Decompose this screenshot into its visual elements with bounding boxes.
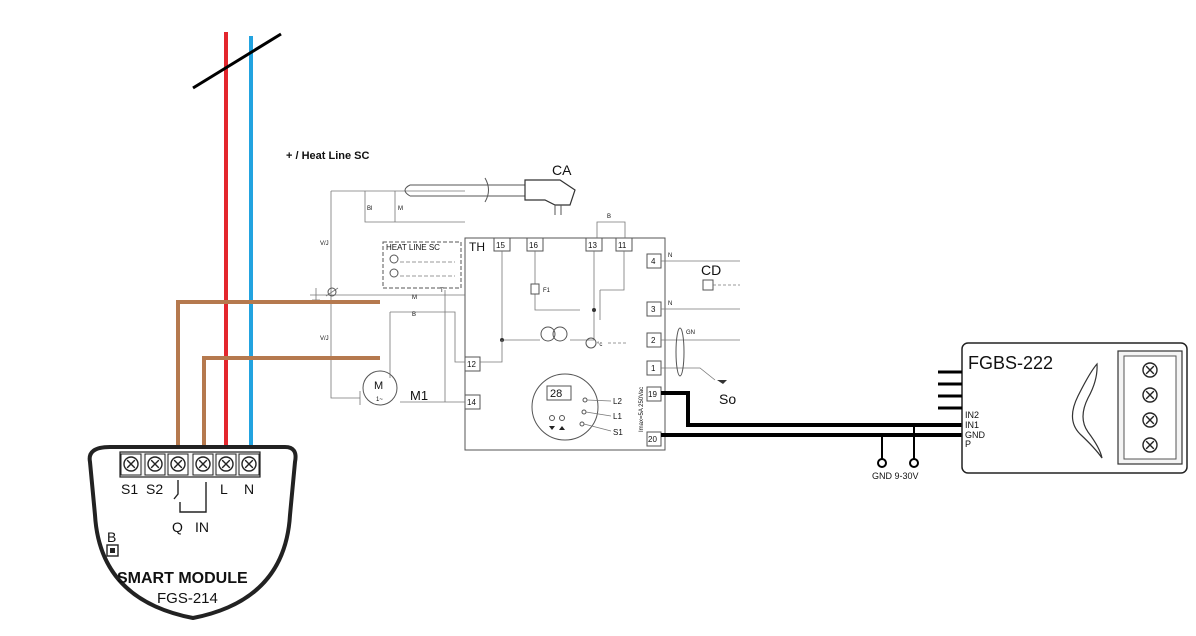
sensor-terminal-screw — [1142, 387, 1158, 403]
label-l1: L1 — [613, 412, 622, 421]
heat-line-box — [382, 241, 462, 289]
thermostat-symbol — [585, 337, 597, 349]
sensor-terminal-screw — [1142, 362, 1158, 378]
wire-b-top: B — [607, 214, 611, 220]
motor-tilde: 1~ — [376, 397, 383, 403]
gnd-terminal — [877, 458, 887, 468]
terminal-4: 4 — [651, 257, 656, 266]
module-terminals — [119, 451, 261, 478]
wire-vij-2: V/J — [320, 336, 329, 342]
button-label: B — [107, 529, 116, 545]
cd-label: CD — [701, 262, 721, 278]
terminal-12: 12 — [467, 360, 476, 369]
mains-wires — [192, 32, 282, 455]
terminal-20: 20 — [648, 435, 657, 444]
label-s1: S1 — [613, 428, 623, 437]
label-s2: S2 — [146, 481, 163, 497]
th-label: TH — [469, 240, 485, 254]
power-label: GND 9-30V — [872, 471, 919, 481]
wire-t: T — [440, 288, 444, 294]
ca-sensor-plug — [524, 179, 576, 206]
header-text: + / Heat Line SC — [286, 150, 369, 162]
terminal-16: 16 — [529, 241, 538, 250]
smart-module-body — [87, 445, 298, 621]
module-terminal-screw — [147, 456, 163, 472]
terminal-3: 3 — [651, 305, 656, 314]
fuse — [530, 283, 540, 295]
switch-wire-1 — [176, 300, 380, 455]
terminal-2: 2 — [651, 336, 656, 345]
display-value: 28 — [550, 388, 562, 400]
right-terminals: 4 3 2 1 19 20 — [646, 253, 662, 447]
m1-label: M1 — [410, 388, 428, 403]
wire-m-mid: M — [412, 295, 417, 301]
left-terminals: 12 14 — [464, 356, 481, 410]
terminal-11: 11 — [618, 241, 627, 250]
terminal-14: 14 — [467, 398, 476, 407]
label-s1: S1 — [121, 481, 138, 497]
pin-in2: IN2 — [965, 410, 979, 420]
boiler-main-box — [464, 237, 666, 451]
power-terminal — [909, 458, 919, 468]
sensor-terminal-screw — [1142, 412, 1158, 428]
smart-module: S1 S2 L N Q IN B SMART MODULE FGS-214 — [87, 445, 298, 621]
pin-p: P — [965, 439, 971, 449]
heat-line-box-label: HEAT LINE SC — [386, 243, 440, 252]
pin-in1: IN1 — [965, 420, 979, 430]
top-terminals: 15 16 13 11 — [493, 237, 633, 252]
control-dial — [531, 373, 599, 441]
wire-m-top: M — [398, 206, 403, 212]
so-label: So — [719, 391, 736, 407]
sensor-curve — [1071, 362, 1103, 459]
module-terminal-screw — [170, 456, 186, 472]
boiler-schematic: TH 15 16 13 11 4 3 2 1 19 20 Imax= — [310, 162, 740, 451]
fuse-label: F1 — [543, 288, 551, 294]
label-l2: L2 — [613, 397, 622, 406]
label-in: IN — [195, 519, 209, 535]
switch-wires — [176, 300, 380, 455]
label-q: Q — [172, 519, 183, 535]
sensor-model: FGBS-222 — [968, 353, 1053, 373]
signal-wire-19 — [661, 391, 962, 427]
label-l: L — [220, 481, 228, 497]
motor-m1 — [362, 370, 398, 406]
relay-symbol — [173, 480, 207, 513]
terminal-13: 13 — [588, 241, 597, 250]
wire-n-2: N — [668, 301, 672, 307]
wire-bl: Bl — [367, 206, 372, 212]
cable-break-mark — [192, 32, 282, 90]
label-n: N — [244, 481, 254, 497]
terminal-15: 15 — [496, 241, 505, 250]
terminal-19: 19 — [648, 390, 657, 399]
terminal-1: 1 — [651, 364, 656, 373]
pin-gnd: GND — [965, 430, 986, 440]
display — [546, 385, 572, 401]
module-terminal-screw — [218, 456, 234, 472]
wire-vij-1: V/J — [320, 241, 329, 247]
module-terminal-screw — [123, 456, 139, 472]
switch-wire-2 — [202, 356, 380, 455]
module-terminal-screw — [195, 456, 211, 472]
imax-label: Imax=5A 250Vac — [639, 387, 645, 432]
module-terminal-screw — [241, 456, 257, 472]
module-model: FGS-214 — [157, 590, 218, 607]
sensor-terminal-screw — [1142, 437, 1158, 453]
ca-label: CA — [552, 162, 572, 178]
temp-symbol: °c — [597, 342, 602, 348]
signal-wires: GND 9-30V — [661, 391, 962, 481]
wire-n-1: N — [668, 253, 672, 259]
sensor-module: FGBS-222 IN2 IN1 GND P — [938, 342, 1188, 474]
wire-b-mid: B — [412, 312, 416, 318]
wire-gn: GN — [686, 330, 695, 336]
module-title: SMART MODULE — [117, 570, 248, 587]
motor-m: M — [374, 380, 383, 392]
